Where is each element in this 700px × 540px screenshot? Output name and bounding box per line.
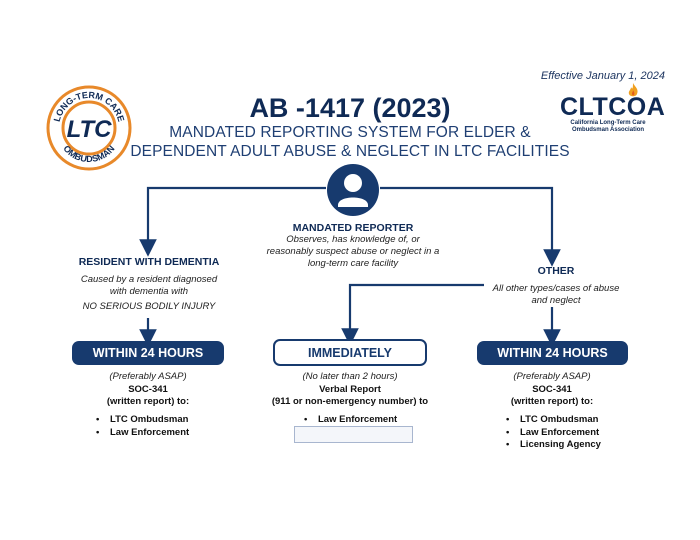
left-form-2: (written report) to: (106, 396, 190, 407)
reporter-desc-1: Observes, has knowledge of, or (286, 234, 420, 245)
middle-note: (No later than 2 hours) (302, 371, 398, 382)
left-recipient: LTC Ombudsman (96, 414, 189, 427)
other-title: OTHER (537, 265, 575, 277)
other-block: OTHER All other types/cases of abuse and… (472, 265, 640, 307)
right-within-24-badge: WITHIN 24 HOURS (477, 341, 628, 365)
mandated-reporter-title: MANDATED REPORTER (292, 222, 414, 234)
right-note: (Preferably ASAP) (513, 371, 591, 382)
reporter-desc-3: long-term care facility (307, 258, 399, 269)
left-note: (Preferably ASAP) (109, 371, 187, 382)
blank-entry-box (294, 426, 413, 443)
person-icon (326, 163, 380, 217)
arrow-to-immediately (341, 283, 484, 346)
mandated-reporter-block: MANDATED REPORTER Observes, has knowledg… (240, 222, 466, 270)
ltc-ombudsman-logo: LONG-TERM CARE OMBUDSMAN LTC (46, 85, 132, 171)
dementia-desc-2: with dementia with (109, 286, 189, 297)
subtitle-line-2: DEPENDENT ADULT ABUSE & NEGLECT IN LTC F… (130, 143, 570, 160)
cltcoa-line1: California Long-Term Care (570, 120, 646, 126)
right-form-2: (written report) to: (510, 396, 594, 407)
left-details: (Preferably ASAP) SOC-341 (written repor… (60, 371, 236, 409)
dementia-title: RESIDENT WITH DEMENTIA (78, 256, 220, 268)
page-title: AB -1417 (2023) (249, 93, 451, 123)
right-form: SOC-341 (532, 383, 572, 395)
left-recipient: Law Enforcement (96, 427, 189, 440)
other-desc-2: and neglect (531, 295, 581, 306)
left-recipients-list: LTC Ombudsman Law Enforcement (96, 414, 189, 439)
left-form: SOC-341 (128, 383, 168, 395)
logo-ltc-text: LTC (67, 116, 113, 143)
right-details: (Preferably ASAP) SOC-341 (written repor… (464, 371, 640, 409)
middle-report-2: (911 or non-emergency number) to (271, 396, 429, 407)
middle-recipients-list: Law Enforcement (304, 414, 397, 427)
immediately-badge: IMMEDIATELY (273, 339, 427, 366)
middle-details: (No later than 2 hours) Verbal Report (9… (250, 371, 450, 409)
subtitle-line-1: MANDATED REPORTING SYSTEM FOR ELDER & (169, 124, 531, 141)
other-desc-1: All other types/cases of abuse (492, 283, 620, 294)
dementia-block: RESIDENT WITH DEMENTIA Caused by a resid… (60, 256, 238, 313)
right-recipient: Licensing Agency (506, 439, 601, 452)
right-recipients-list: LTC Ombudsman Law Enforcement Licensing … (506, 414, 601, 452)
dementia-desc-1: Caused by a resident diagnosed (80, 274, 218, 285)
right-recipient: Law Enforcement (506, 427, 601, 440)
arrow-to-dementia (139, 186, 326, 257)
arrow-to-other (380, 186, 561, 267)
reporter-desc-2: reasonably suspect abuse or neglect in a (266, 246, 440, 257)
effective-date: Effective January 1, 2024 (540, 70, 665, 82)
left-within-24-badge: WITHIN 24 HOURS (72, 341, 224, 365)
cltcoa-acronym: CLTCOA (560, 93, 666, 121)
page-subtitle: MANDATED REPORTING SYSTEM FOR ELDER & DE… (0, 123, 700, 161)
flame-icon (628, 83, 638, 97)
middle-recipient: Law Enforcement (304, 414, 397, 427)
cltcoa-line2: Ombudsman Association (571, 127, 645, 133)
middle-report: Verbal Report (319, 383, 381, 395)
dementia-desc-3: NO SERIOUS BODILY INJURY (82, 301, 216, 312)
cltcoa-logo: CLTCOA California Long-Term Care Ombudsm… (560, 83, 665, 133)
right-recipient: LTC Ombudsman (506, 414, 601, 427)
